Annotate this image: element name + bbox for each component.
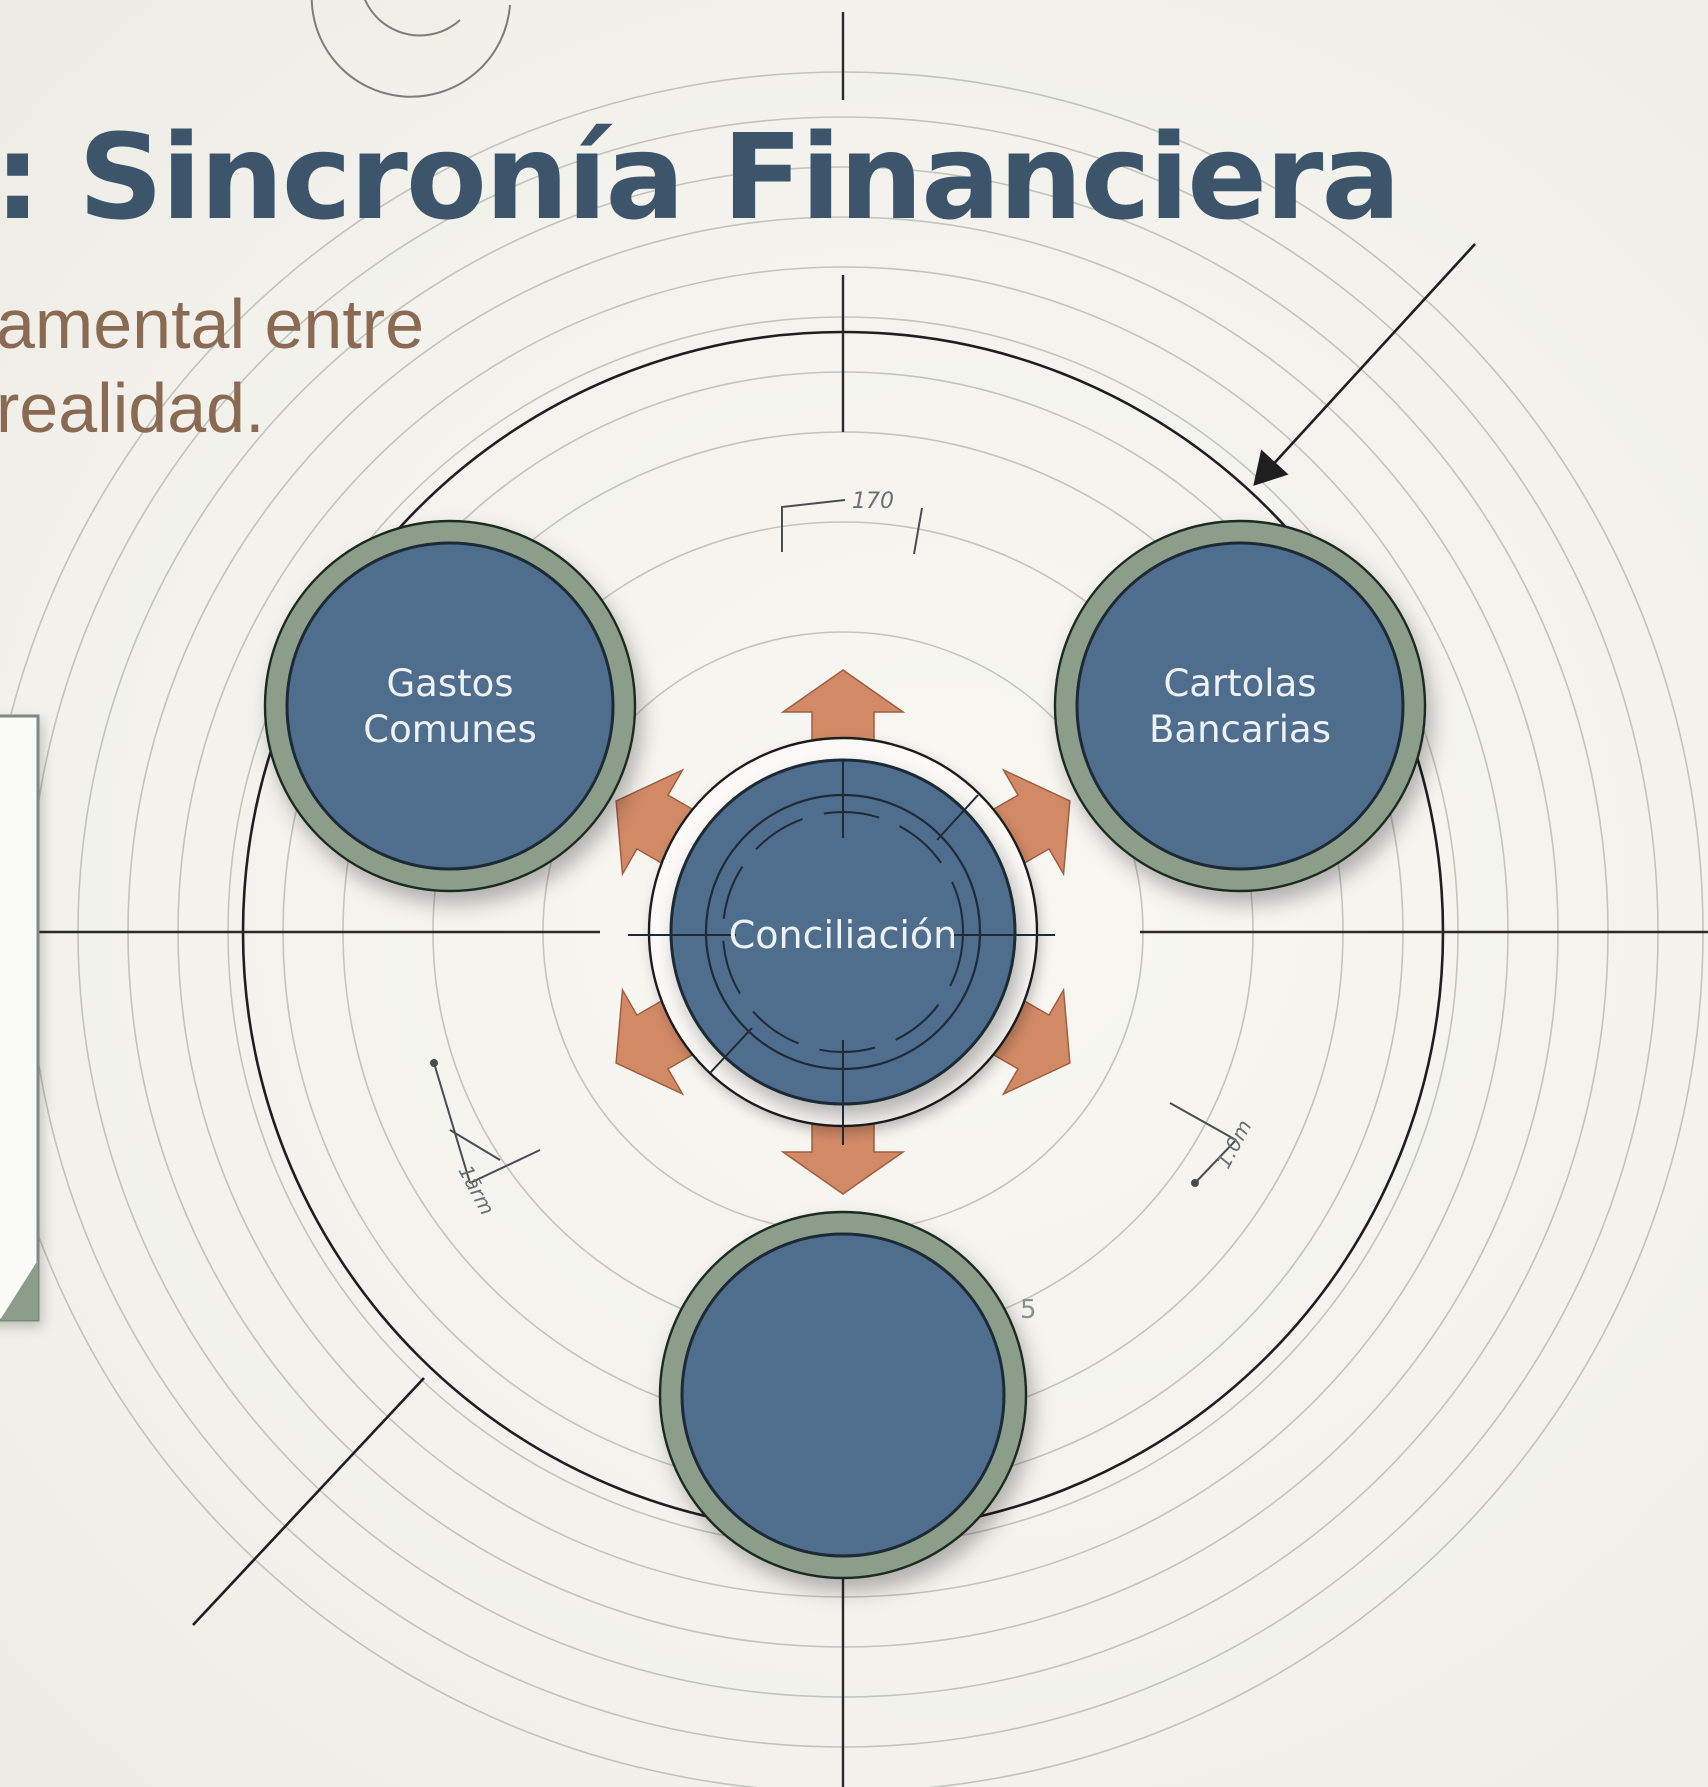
dimension-right-label: 1.0m bbox=[1211, 1116, 1256, 1173]
dimension-top bbox=[781, 499, 923, 555]
center-node-label: Conciliación bbox=[729, 913, 958, 957]
pointer-arrow bbox=[1253, 243, 1476, 486]
outward-arrows bbox=[615, 669, 1071, 1195]
center-node: Conciliación bbox=[628, 736, 1055, 1145]
dimension-top-label: 170 bbox=[852, 489, 894, 514]
arrow-up bbox=[780, 669, 906, 743]
node-gastos-line1: Gastos bbox=[386, 662, 513, 705]
node-cartolas-bancarias bbox=[1053, 519, 1427, 893]
dimension-left-label: 1ārm bbox=[454, 1161, 500, 1219]
page-title: : Sincronía Financiera bbox=[0, 108, 1401, 246]
subtitle-line-2: realidad. bbox=[0, 369, 265, 447]
node-gastos-comunes bbox=[263, 519, 637, 893]
left-panel-fragment bbox=[0, 714, 40, 1322]
page-subtitle: amental entre realidad. bbox=[0, 282, 424, 450]
dimension-left bbox=[430, 1059, 541, 1184]
page-number: 5 bbox=[1020, 1295, 1037, 1325]
node-cartolas-line1: Cartolas bbox=[1163, 662, 1316, 705]
diagonal-line bbox=[192, 1377, 425, 1626]
node-bottom bbox=[658, 1210, 1028, 1580]
node-cartolas-line2: Bancarias bbox=[1149, 708, 1331, 751]
top-arc-decoration bbox=[310, 0, 511, 98]
subtitle-line-1: amental entre bbox=[0, 285, 425, 363]
node-gastos-line2: Comunes bbox=[363, 708, 536, 751]
dimension-right bbox=[1169, 1102, 1237, 1187]
